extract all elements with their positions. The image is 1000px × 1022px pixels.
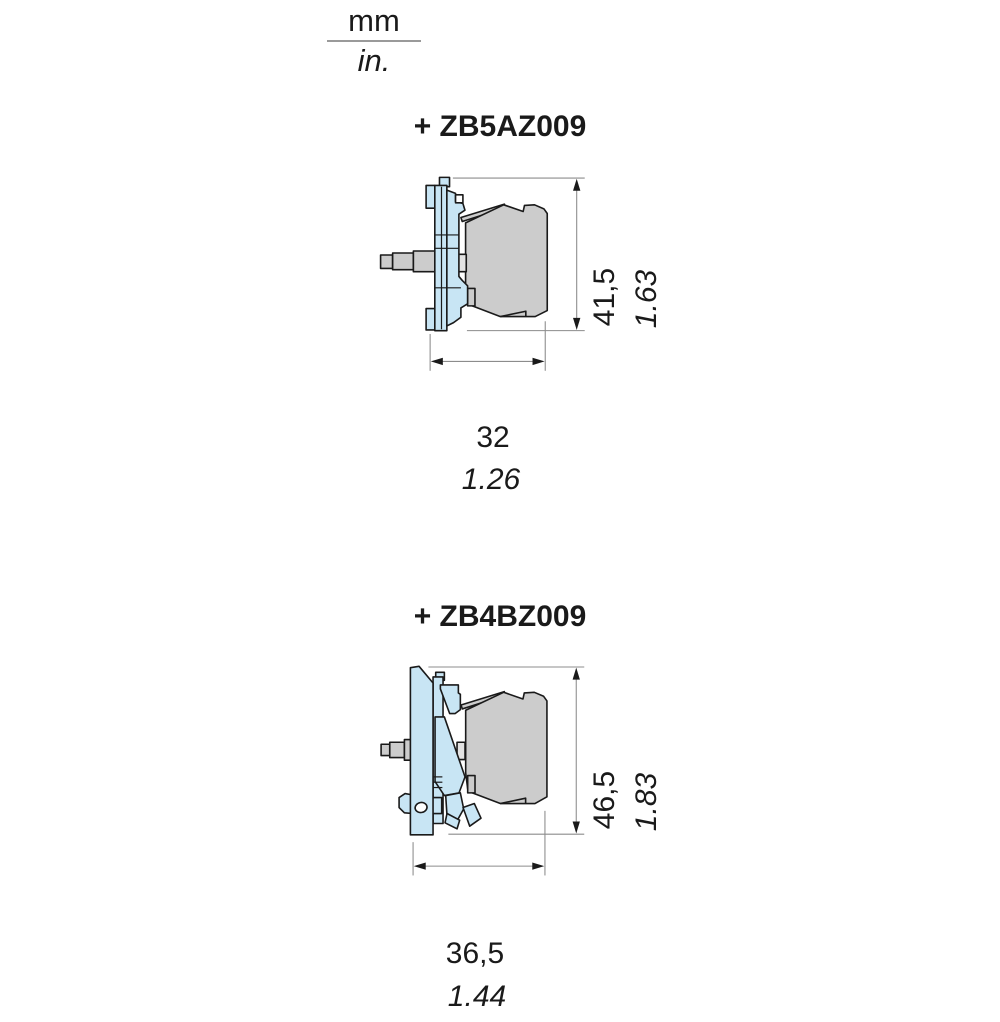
latch-hole <box>414 801 428 814</box>
latch-lever-end <box>462 802 482 827</box>
drawing-zb5az009 <box>379 176 585 371</box>
fig1-width-in-label: 1.26 <box>461 463 521 496</box>
collar-detail-lines <box>434 186 461 330</box>
shaft-mid <box>391 252 415 271</box>
fig2-height-mm-label: 46,5 <box>588 770 621 830</box>
shaft-tip <box>380 743 391 757</box>
block-step <box>466 287 476 307</box>
unit-in-label: in. <box>357 43 391 79</box>
drawing-zb4bz009 <box>380 665 585 876</box>
block-body <box>464 204 549 318</box>
block-step <box>466 774 476 794</box>
terminal-detail <box>456 741 466 761</box>
figure2-title: + ZB4BZ009 <box>413 600 587 633</box>
fig2-width-mm-label: 36,5 <box>445 937 505 970</box>
fig1-width-mm-label: 32 <box>476 421 510 454</box>
latch-cam <box>444 792 465 822</box>
shaft-base <box>412 250 437 273</box>
dimension-arrowheads <box>413 667 580 870</box>
dimension-lines <box>430 178 581 366</box>
plunger-shaft <box>379 250 437 273</box>
fig1-height-mm-label: 41,5 <box>588 267 621 327</box>
extension-lines <box>412 666 585 876</box>
collar-body <box>439 684 462 715</box>
shaft-tip <box>379 254 394 270</box>
ratchet-lines <box>433 776 443 789</box>
dimension-lines <box>413 667 580 870</box>
dimension-arrowheads <box>430 178 581 366</box>
unit-legend: mm in. <box>327 3 421 79</box>
fig1-height-in-label: 1.63 <box>630 269 663 329</box>
collar-plate <box>434 184 448 332</box>
fig2-height-in-label: 1.83 <box>630 772 663 832</box>
shaft-mid <box>388 741 406 759</box>
block-foot-notch <box>500 797 527 805</box>
unit-mm-label: mm <box>327 3 421 43</box>
collar-left-tab-top <box>425 184 436 209</box>
contact-block <box>457 203 549 318</box>
contact-block <box>456 690 548 805</box>
fixing-plate <box>409 665 434 836</box>
fig2-width-in-label: 1.44 <box>447 980 507 1013</box>
fixing-collar <box>425 176 469 332</box>
fixing-plate-assembly <box>398 665 482 836</box>
block-body <box>464 691 548 805</box>
extension-lines <box>429 177 585 371</box>
figure1-title: + ZB5AZ009 <box>413 110 587 143</box>
block-foot-notch <box>500 310 527 318</box>
latch-pawl <box>444 812 461 830</box>
collar-hook-notch <box>454 193 464 204</box>
